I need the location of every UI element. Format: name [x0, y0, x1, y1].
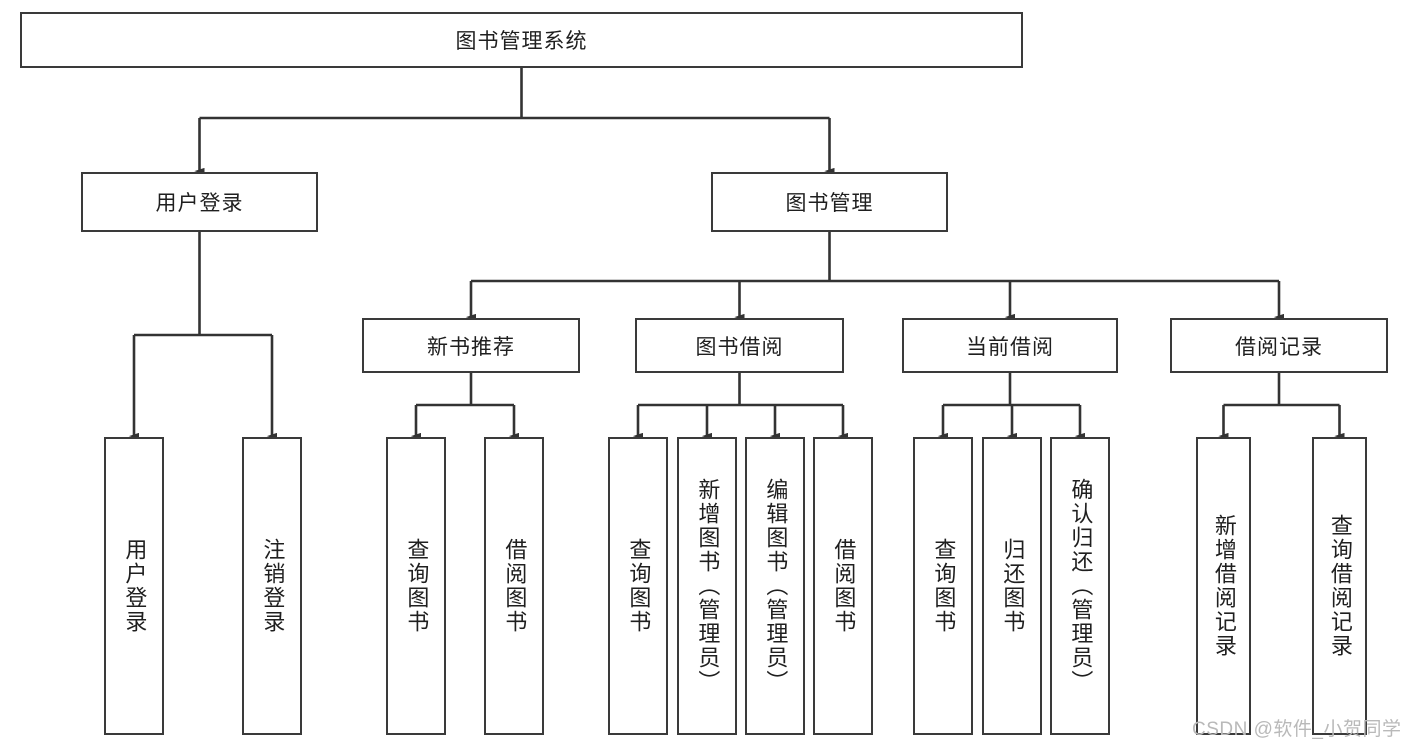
node-label: 确认归还（管理员）	[1068, 478, 1094, 694]
node-leaf-query-book-3[interactable]: 查询图书	[913, 437, 973, 735]
node-label: 图书管理	[785, 192, 874, 215]
node-leaf-query-record[interactable]: 查询借阅记录	[1312, 437, 1367, 735]
node-borrow-record[interactable]: 借阅记录	[1170, 318, 1388, 373]
node-label: 借阅图书	[502, 538, 528, 634]
node-label: 借阅记录	[1235, 335, 1323, 359]
node-label: 新增借阅记录	[1211, 514, 1237, 658]
watermark: CSDN @软件_小贺同学	[1192, 719, 1402, 740]
node-leaf-borrow-book-1[interactable]: 借阅图书	[484, 437, 544, 735]
node-book-manage[interactable]: 图书管理	[711, 172, 948, 232]
node-leaf-query-book-1[interactable]: 查询图书	[386, 437, 446, 735]
node-current-borrow[interactable]: 当前借阅	[902, 318, 1118, 373]
node-label: 注销登录	[260, 538, 286, 634]
node-leaf-confirm-return[interactable]: 确认归还（管理员）	[1050, 437, 1110, 735]
node-label: 查询图书	[626, 538, 652, 634]
node-root[interactable]: 图书管理系统	[20, 12, 1023, 68]
node-label: 新增图书（管理员）	[695, 478, 721, 694]
node-leaf-user-login[interactable]: 用户登录	[104, 437, 164, 735]
node-label: 编辑图书（管理员）	[763, 478, 789, 694]
node-label: 查询借阅记录	[1327, 514, 1353, 658]
node-leaf-add-book[interactable]: 新增图书（管理员）	[677, 437, 737, 735]
node-label: 当前借阅	[966, 335, 1054, 359]
node-leaf-return-book[interactable]: 归还图书	[982, 437, 1042, 735]
node-label: 用户登录	[122, 538, 148, 634]
node-label: 新书推荐	[427, 335, 515, 359]
node-label: 查询图书	[931, 538, 957, 634]
node-label: 查询图书	[404, 538, 430, 634]
node-label: 归还图书	[1000, 538, 1026, 634]
node-user-login[interactable]: 用户登录	[81, 172, 318, 232]
node-leaf-borrow-book-2[interactable]: 借阅图书	[813, 437, 873, 735]
node-book-borrow[interactable]: 图书借阅	[635, 318, 844, 373]
node-leaf-add-record[interactable]: 新增借阅记录	[1196, 437, 1251, 735]
node-label: 图书管理系统	[455, 30, 588, 53]
node-label: 借阅图书	[831, 538, 857, 634]
node-leaf-user-logout[interactable]: 注销登录	[242, 437, 302, 735]
node-leaf-query-book-2[interactable]: 查询图书	[608, 437, 668, 735]
node-new-book-recommend[interactable]: 新书推荐	[362, 318, 580, 373]
node-label: 图书借阅	[695, 335, 784, 359]
node-leaf-edit-book[interactable]: 编辑图书（管理员）	[745, 437, 805, 735]
node-label: 用户登录	[155, 192, 244, 215]
